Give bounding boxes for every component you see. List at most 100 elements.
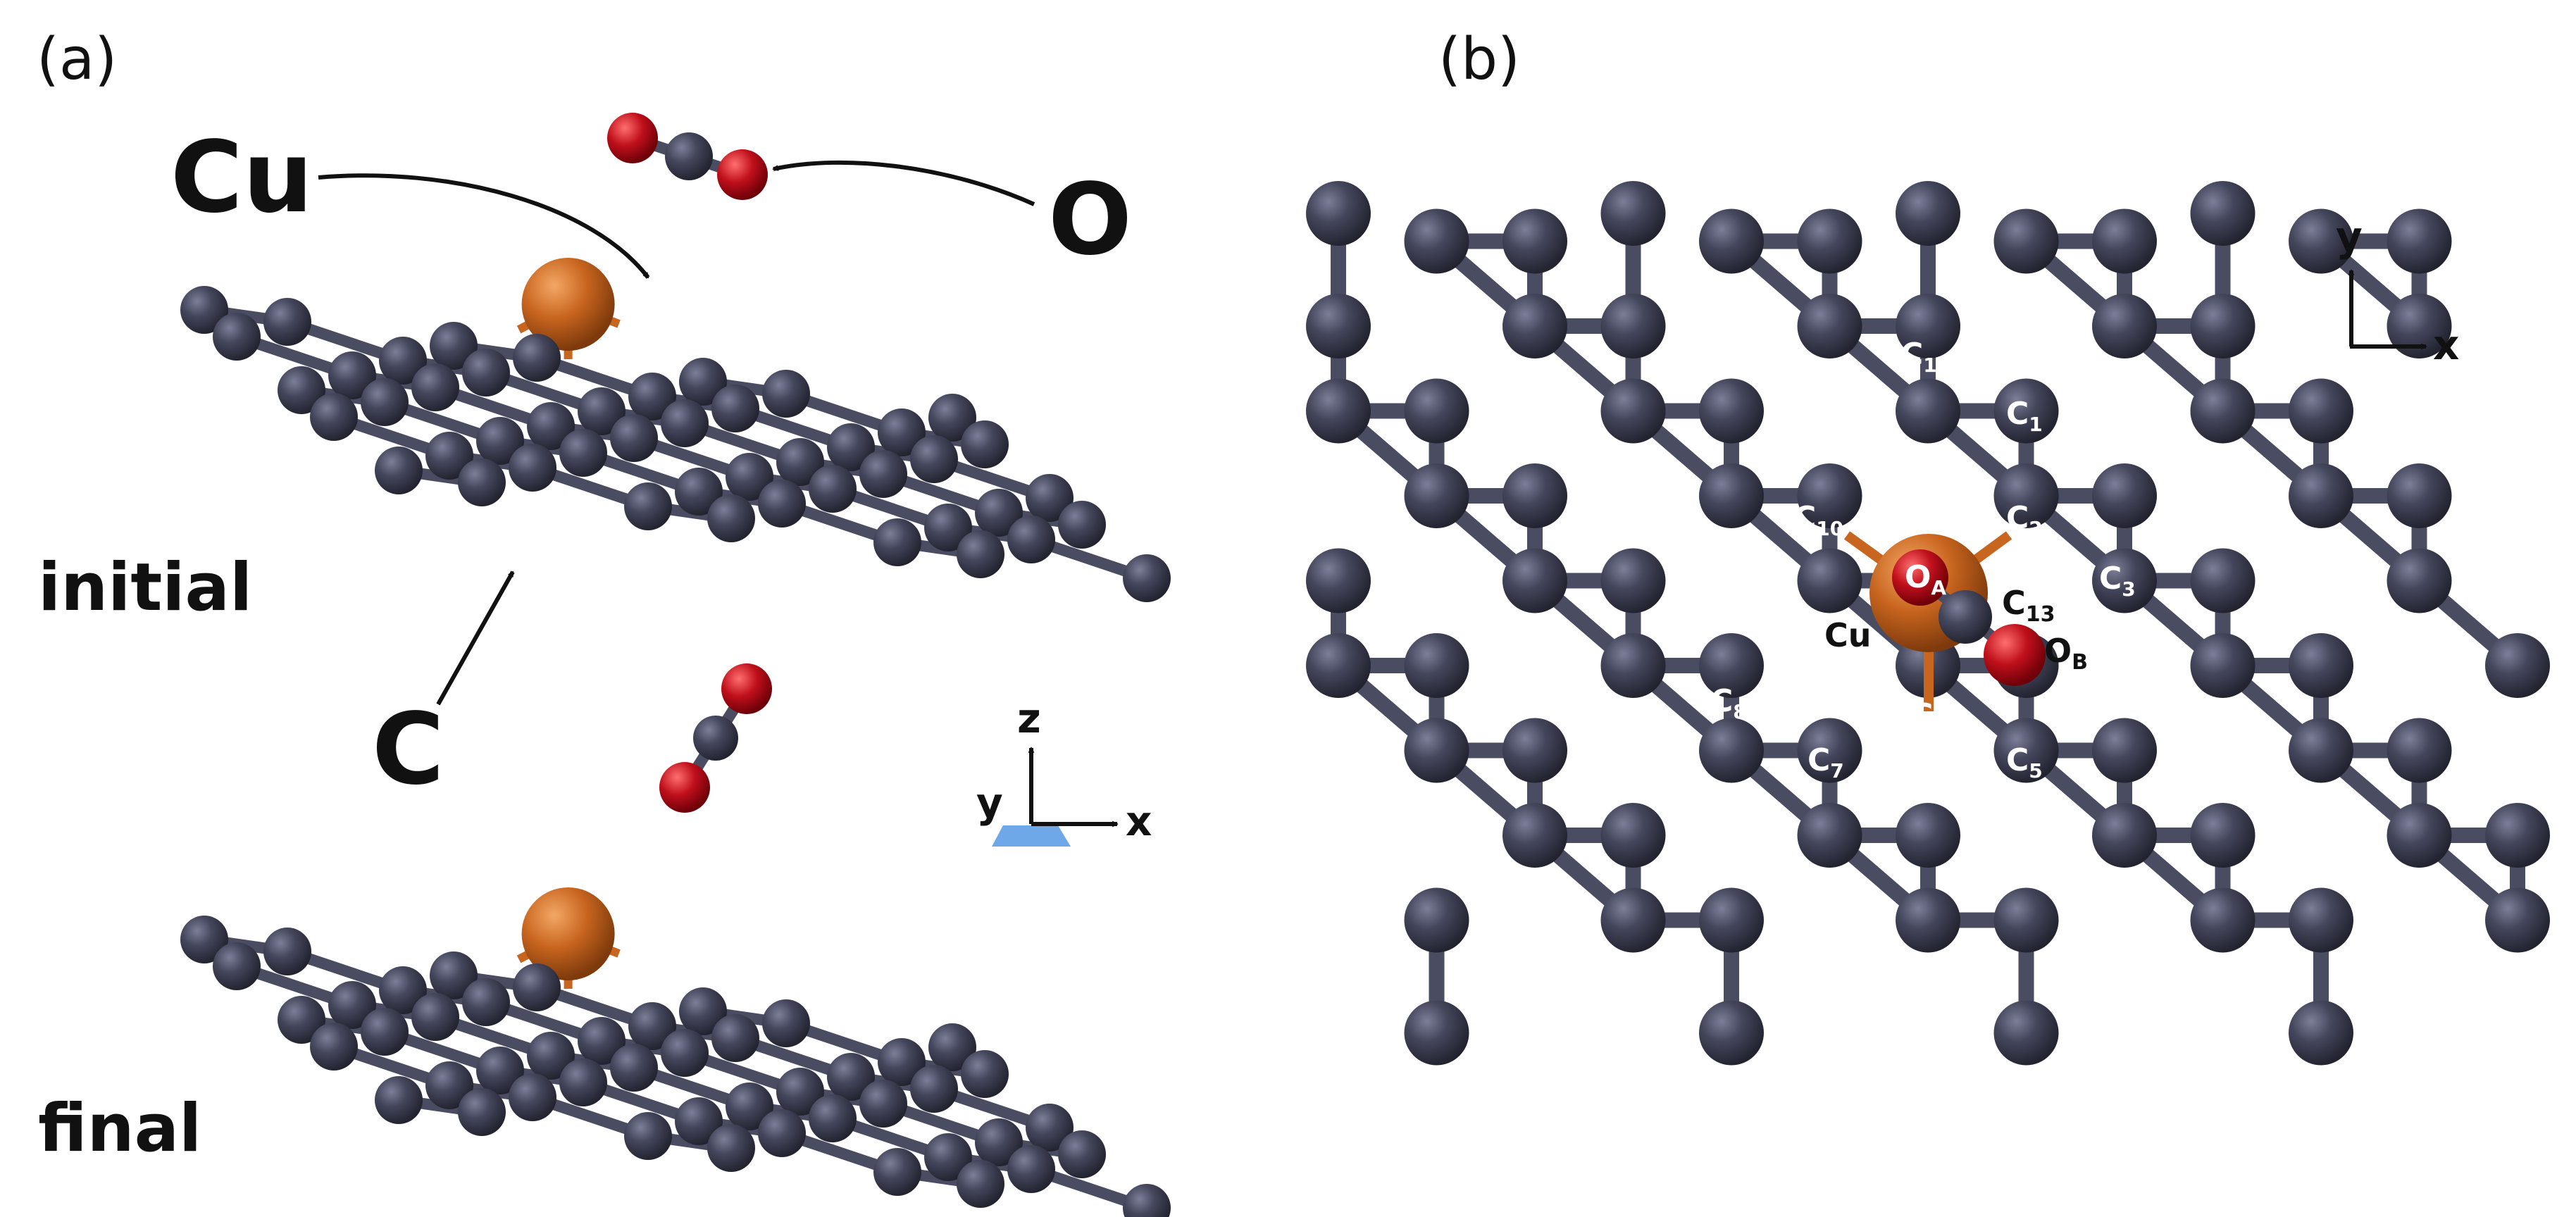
carbon-atom [2387, 718, 2452, 783]
c-callout-arrow [436, 572, 515, 706]
carbon-atom [1306, 181, 1371, 246]
carbon-atom [1600, 548, 1666, 613]
carbon-atom [2387, 803, 2452, 868]
initial-state-label: initial [38, 549, 252, 626]
carbon-atom [2092, 803, 2157, 868]
carbon-atom [1896, 887, 1960, 953]
panel-a-label: (a) [37, 26, 117, 93]
carbon-atom [310, 393, 358, 441]
carbon-atom [2289, 633, 2353, 698]
o-callout-arrow [773, 160, 1035, 206]
carbon-atom [2289, 463, 2353, 528]
cu-adatom [521, 258, 615, 351]
carbon-atom [610, 414, 658, 462]
carbon-atom [910, 1065, 958, 1113]
carbon-atom [1699, 633, 1764, 698]
carbon-atom [1404, 1000, 1469, 1066]
graphene-lattice-top-view [1306, 181, 2550, 1066]
carbon-atom [1404, 463, 1469, 528]
carbon-atom [375, 447, 423, 494]
carbon-atom [1502, 718, 1567, 783]
label-c12: C12 [1900, 337, 1950, 377]
carbon-atom [1797, 294, 1862, 358]
carbon-atom [693, 716, 738, 761]
carbon-atom [1502, 208, 1567, 274]
carbon-atom [328, 351, 376, 399]
carbon-atom [2092, 208, 2157, 274]
carbon-atom [928, 1023, 976, 1071]
carbon-atom [458, 1088, 506, 1136]
carbon-atom [1502, 803, 1567, 868]
carbon-atom [361, 378, 409, 426]
axes-indicator-xyz: z y x [976, 694, 1152, 847]
carbon-atom [1306, 294, 1371, 358]
carbon-atom-c13 [1939, 590, 1992, 644]
carbon-atom [263, 298, 311, 346]
carbon-atom [213, 942, 261, 990]
carbon-atom [458, 458, 506, 506]
carbon-atom [624, 1112, 672, 1160]
carbon-atom [2190, 294, 2255, 358]
carbon-atom [758, 480, 806, 528]
carbon-atom [628, 373, 676, 420]
carbon-atom [2485, 887, 2550, 953]
carbon-atom [180, 286, 228, 334]
carbon-atom [679, 987, 727, 1035]
carbon-atom [859, 1080, 907, 1128]
carbon-atom [1993, 718, 2059, 783]
carbon-atom [2387, 463, 2452, 528]
oxygen-atom-b [1984, 624, 2046, 686]
carbon-atom [509, 444, 556, 492]
carbon-atom [425, 1061, 473, 1109]
carbon-atom [628, 1002, 676, 1050]
carbon-atom [578, 1017, 626, 1065]
label-c6: C6 [1910, 697, 1947, 737]
axis-z-label: z [1017, 694, 1041, 742]
carbon-atom [379, 337, 427, 385]
carbon-atom [1007, 516, 1055, 563]
carbon-atom [1699, 378, 1764, 444]
carbon-atom [707, 494, 755, 542]
carbon-atom [1058, 1130, 1106, 1178]
carbon-atom [726, 453, 773, 501]
carbon-atom [1306, 633, 1371, 698]
carbon-atom [1306, 548, 1371, 613]
graphene-sheet-initial [180, 258, 1171, 602]
carbon-atom [707, 1124, 755, 1172]
carbon-atom [1600, 378, 1666, 444]
co2-molecule-final [659, 663, 772, 813]
carbon-atom [661, 399, 709, 447]
carbon-atom [509, 1073, 556, 1121]
carbon-atom [1502, 463, 1567, 528]
atom-labels: C12 C1 C11 C2 C10 C3 C9 C4 C8 C6 C5 C7 O… [1710, 337, 2136, 782]
carbon-atom [1404, 633, 1469, 698]
carbon-atom [430, 951, 478, 999]
carbon-atom [679, 358, 727, 406]
axis-x-label-b: x [2433, 321, 2459, 369]
carbon-atom [1993, 1000, 2059, 1066]
label-c5: C5 [2006, 742, 2043, 782]
cu-callout-label: Cu [170, 120, 313, 235]
carbon-atom [476, 417, 524, 465]
carbon-atom [2387, 208, 2452, 274]
carbon-atom [1404, 718, 1469, 783]
carbon-atom [961, 420, 1009, 468]
carbon-atom [924, 504, 972, 551]
carbon-atom [1797, 463, 1862, 528]
carbon-atom [2289, 887, 2353, 953]
carbon-atom [1404, 378, 1469, 444]
carbon-atom [1993, 463, 2059, 528]
carbon-atom [1699, 463, 1764, 528]
axis-y-label: y [976, 779, 1003, 827]
carbon-atom [2092, 718, 2157, 783]
label-oa: OA [1905, 559, 1946, 599]
carbon-atom [1058, 501, 1106, 549]
carbon-atom [462, 349, 510, 397]
carbon-atom [975, 489, 1023, 537]
oxygen-atom [717, 149, 768, 200]
carbon-atom [411, 993, 459, 1041]
carbon-atom [2485, 803, 2550, 868]
carbon-atom [675, 1097, 723, 1145]
carbon-atom [1404, 208, 1469, 274]
